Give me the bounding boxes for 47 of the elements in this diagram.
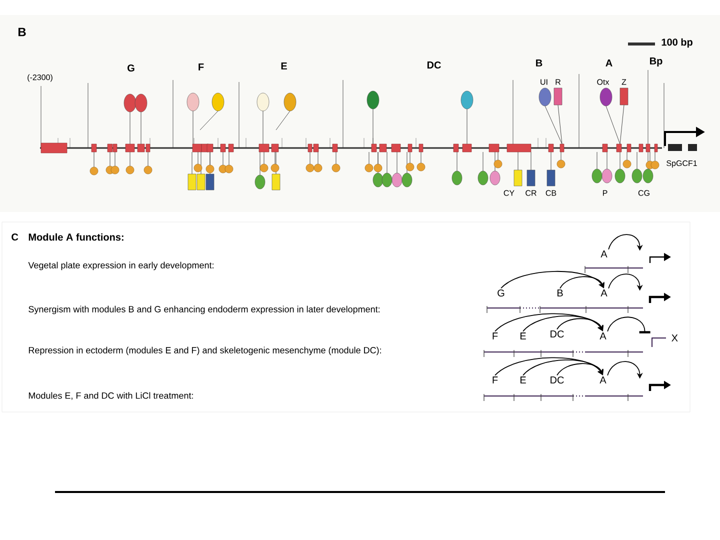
module-label: Bp — [650, 58, 662, 66]
module-label: E — [281, 62, 287, 70]
arrow — [522, 359, 604, 376]
function-description: Synergism with modules B and G enhancing endoderm expression in later development: — [28, 306, 380, 314]
module-label: B — [557, 290, 563, 296]
module-label: G — [498, 289, 504, 297]
factor-label: CR — [526, 190, 536, 196]
module-label: DC — [550, 376, 564, 384]
arrow — [607, 316, 650, 334]
module-label: A — [606, 60, 612, 66]
module-label: B — [536, 60, 542, 66]
factor-label: CY — [504, 190, 514, 196]
arrow — [522, 315, 604, 332]
gene-label: SpGCF1 — [666, 160, 697, 168]
module-label: G — [128, 64, 134, 72]
arrow — [556, 363, 604, 376]
target-mark: X — [672, 334, 678, 342]
factor-label: UI — [540, 79, 548, 85]
panel-label: C — [12, 233, 18, 241]
function-description: Modules E, F and DC with LiCl treatment: — [28, 392, 193, 400]
factor-label: Otx — [597, 79, 610, 85]
module-label: E — [520, 332, 526, 340]
factor-label: P — [603, 190, 608, 196]
factor-label: CB — [546, 190, 556, 196]
module-label: A — [600, 376, 606, 384]
arrow — [494, 357, 603, 376]
module-label: DC — [427, 61, 441, 69]
function-description: Vegetal plate expression in early development: — [28, 262, 214, 270]
panel-heading: Module A functions: — [28, 233, 124, 241]
module-label: F — [492, 376, 498, 384]
module-label: A — [600, 290, 608, 296]
scale-label: 100 bp — [662, 38, 692, 48]
factor-label: CG — [638, 190, 650, 196]
module-label: A — [600, 332, 606, 340]
arrow — [560, 276, 605, 289]
factor-label: R — [556, 79, 561, 85]
module-label: DC — [550, 330, 564, 338]
module-label: A — [600, 250, 608, 258]
module-label: F — [198, 64, 204, 70]
arrow — [494, 313, 603, 332]
factor-label: Z — [622, 79, 626, 85]
module-label: E — [520, 376, 526, 384]
module-label: F — [492, 332, 498, 340]
panel-label: B — [18, 28, 26, 36]
arrow — [500, 270, 604, 289]
function-description: Repression in ectoderm (modules E and F) and skeletogenic mesenchyme (module DC): — [28, 346, 381, 356]
position-label: (-2300) — [28, 74, 52, 82]
